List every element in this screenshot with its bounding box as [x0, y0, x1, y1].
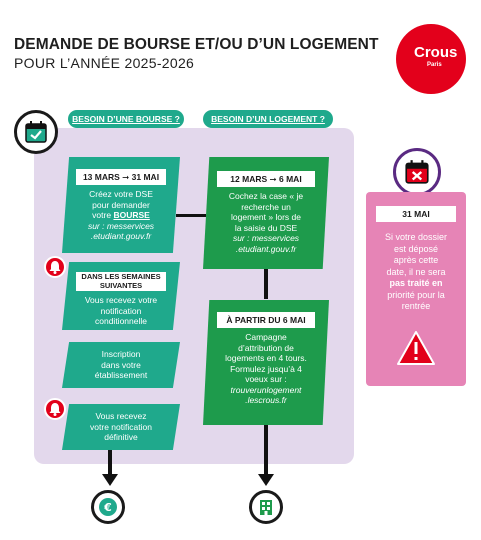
logement-step1-dates: 12 MARS ➞ 6 MAI	[217, 171, 315, 187]
bourse-step3: Inscription dans votre établissement	[62, 342, 180, 388]
calendar-cross-icon	[393, 148, 441, 196]
logement-step-connector	[264, 269, 268, 299]
alert-date: 31 MAI	[376, 206, 456, 222]
bell-icon	[44, 256, 66, 278]
bourse-step2-header: DANS LES SEMAINES SUIVANTES	[76, 272, 166, 291]
warning-icon	[397, 331, 435, 365]
bourse-arrow-head	[102, 474, 118, 486]
pill-logement-label: BESOIN D’UN LOGEMENT ?	[211, 114, 325, 124]
calendar-check-icon	[14, 110, 58, 154]
euro-coin-icon: €	[91, 490, 125, 524]
pill-bourse-label: BESOIN D’UNE BOURSE ?	[72, 114, 180, 124]
connector-line	[176, 214, 206, 217]
logement-step1: 12 MARS ➞ 6 MAI Cochez la case « je rech…	[203, 157, 329, 269]
logo-city: Paris	[427, 62, 442, 68]
logo-brand: Crous	[414, 44, 458, 61]
pill-bourse: BESOIN D’UNE BOURSE ?	[68, 110, 184, 128]
bourse-step1-dates: 13 MARS ➞ 31 MAI	[76, 169, 166, 185]
bell-icon	[44, 398, 66, 420]
bourse-arrow-line	[108, 450, 112, 478]
building-icon	[249, 490, 283, 524]
svg-text:€: €	[103, 501, 112, 514]
arrow-right-icon: ➞	[122, 172, 130, 182]
bourse-step1: 13 MARS ➞ 31 MAI Créez votre DSE pour de…	[62, 157, 180, 253]
alert-box: 31 MAI Si votre dossier est déposé après…	[366, 192, 466, 386]
logement-arrow-head	[258, 474, 274, 486]
logement-step2: À PARTIR DU 6 MAI Campagne d’attribution…	[203, 300, 329, 425]
logement-arrow-line	[264, 425, 268, 478]
page-subtitle: POUR L’ANNÉE 2025-2026	[14, 55, 195, 71]
bourse-step4: Vous recevez votre notification définiti…	[62, 404, 180, 450]
crous-logo: Crous Paris	[396, 24, 466, 94]
arrow-right-icon: ➞	[269, 174, 277, 184]
logement-step2-header: À PARTIR DU 6 MAI	[217, 312, 315, 328]
bourse-step2: DANS LES SEMAINES SUIVANTES Vous recevez…	[62, 262, 180, 330]
pill-logement: BESOIN D’UN LOGEMENT ?	[203, 110, 333, 128]
page-title: DEMANDE DE BOURSE ET/OU D’UN LOGEMENT	[14, 36, 379, 53]
